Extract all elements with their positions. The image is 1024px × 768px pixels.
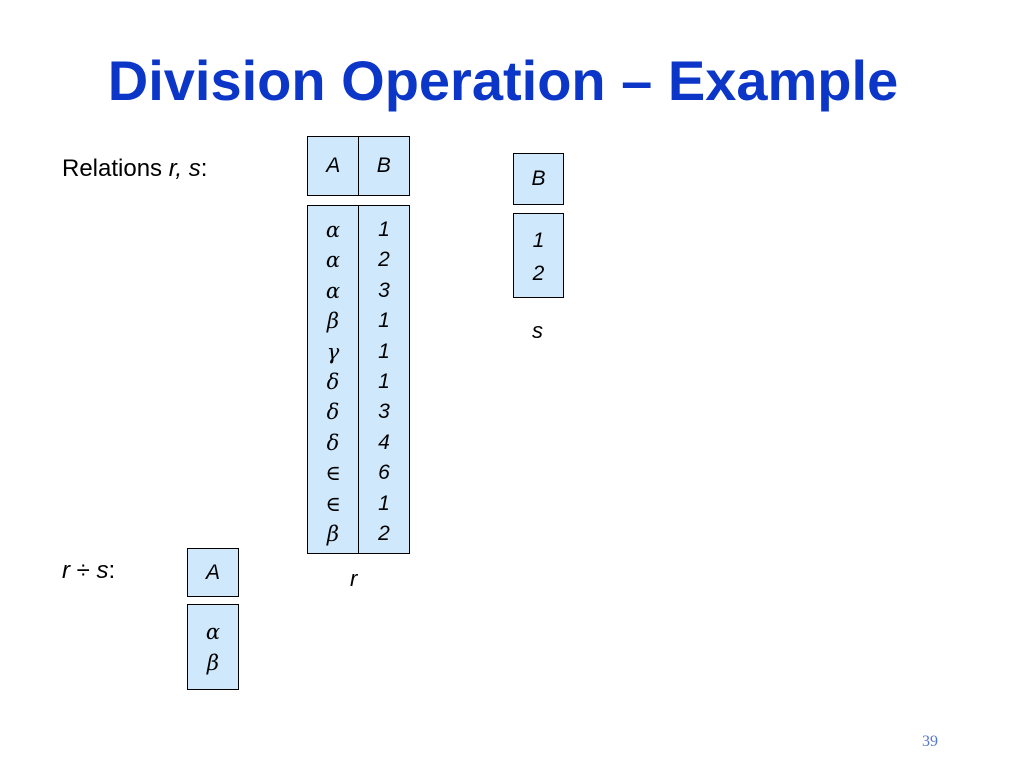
cell-value: δ	[326, 400, 340, 425]
cell-value: α	[325, 248, 341, 273]
division-label: r ÷ s:	[62, 557, 115, 585]
cell-value: 3	[378, 278, 390, 302]
cell-value: 1	[378, 218, 390, 241]
cell-value: 4	[378, 430, 390, 454]
column-divider	[358, 137, 359, 195]
cell-value: γ	[326, 339, 340, 364]
cell-value: δ	[326, 369, 340, 394]
division-suffix: :	[108, 557, 116, 584]
cell-value: 1	[378, 339, 390, 363]
relation-r-header: A B	[307, 136, 410, 196]
cell-value: 1	[378, 309, 390, 333]
cell-value: 1	[378, 369, 390, 393]
cell-value: 1	[378, 491, 390, 515]
relations-suffix: :	[200, 155, 208, 182]
cell-value: α	[325, 278, 341, 303]
relation-r-caption: r	[350, 566, 358, 591]
cell-value: δ	[326, 430, 340, 455]
cell-value: ∈	[325, 461, 341, 486]
relation-s-caption: s	[532, 318, 543, 343]
relation-s-header-b: B	[531, 167, 546, 190]
slide-title: Division Operation – Example	[107, 49, 899, 112]
cell-value: 2	[378, 248, 390, 272]
division-op: ÷	[70, 557, 97, 584]
relation-r-header-b: B	[376, 154, 391, 177]
cell-value: α	[205, 620, 221, 644]
page-number: 39	[922, 733, 938, 750]
cell-value: 2	[532, 262, 545, 285]
cell-value: 6	[378, 461, 390, 485]
cell-value: ∈	[325, 491, 341, 516]
cell-value: β	[326, 309, 340, 334]
result-header: A	[187, 548, 239, 597]
result-header-a: A	[205, 560, 220, 584]
cell-value: 1	[532, 229, 545, 252]
cell-value: β	[206, 651, 220, 675]
cell-value: 2	[378, 521, 390, 545]
relations-label: Relations r, s:	[62, 155, 207, 183]
relation-r-header-a: A	[326, 154, 341, 177]
column-divider	[358, 206, 359, 553]
relation-r-column-b: 1 2 3 1 1 1 3 4 6 1 2	[359, 215, 409, 549]
relation-s-header: B	[513, 153, 564, 205]
division-right: s	[96, 557, 109, 584]
division-left: r	[62, 557, 70, 584]
cell-value: α	[325, 218, 341, 242]
relations-vars: r, s	[168, 155, 201, 182]
cell-value: β	[326, 521, 340, 546]
cell-value: 3	[378, 400, 390, 424]
relations-prefix: Relations	[62, 155, 169, 182]
